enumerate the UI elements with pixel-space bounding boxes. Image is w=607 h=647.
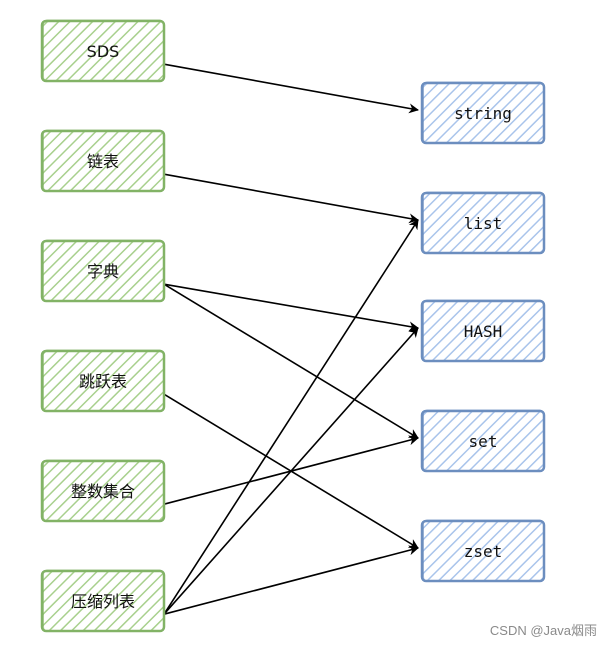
type-label: zset: [464, 542, 503, 561]
edges: [163, 63, 419, 615]
type-box-sketch: [423, 519, 544, 582]
structure-label: 链表: [87, 152, 119, 171]
type-node-zset: zset: [420, 519, 546, 583]
structure-label: SDS: [87, 42, 120, 61]
structure-label: 整数集合: [71, 482, 135, 501]
structure-node-linkedlist: 链表: [40, 129, 166, 193]
structure-node-dict: 字典: [40, 239, 166, 303]
structure-box-sketch: [43, 349, 164, 412]
type-label: string: [454, 104, 512, 123]
structure-node-ziplist: 压缩列表: [40, 569, 166, 633]
structure-box-sketch: [43, 19, 164, 82]
type-node-hash: HASH: [420, 299, 546, 363]
edge-ziplist-to-hash: [163, 327, 419, 615]
type-box-sketch: [423, 299, 544, 362]
structure-box-sketch: [43, 129, 164, 192]
watermark: CSDN @Java烟雨: [489, 623, 597, 638]
structure-box-sketch: [43, 569, 164, 632]
edge-linkedlist-to-list: [163, 173, 419, 224]
edge-ziplist-to-list: [163, 219, 419, 615]
type-label: HASH: [464, 322, 503, 341]
type-node-string: string: [420, 81, 546, 145]
structure-label: 跳跃表: [79, 372, 127, 391]
edge-dict-to-set: [163, 283, 419, 439]
edge-dict-to-hash: [163, 283, 419, 332]
edge-ziplist-to-zset: [163, 545, 419, 615]
type-box-sketch: [423, 81, 544, 144]
structure-node-skiplist: 跳跃表: [40, 349, 166, 413]
edge-sds-to-string: [163, 63, 419, 114]
structure-label: 字典: [87, 262, 119, 281]
structure-box-sketch: [43, 239, 164, 302]
structure-box-sketch: [43, 459, 164, 522]
structure-node-intset: 整数集合: [40, 459, 166, 523]
type-label: set: [469, 432, 498, 451]
type-node-list: list: [420, 191, 546, 255]
type-label: list: [464, 214, 503, 233]
type-node-set: set: [420, 409, 546, 473]
type-box-sketch: [423, 409, 544, 472]
structure-node-sds: SDS: [40, 19, 166, 83]
type-box-sketch: [423, 191, 544, 254]
structure-label: 压缩列表: [71, 592, 135, 611]
